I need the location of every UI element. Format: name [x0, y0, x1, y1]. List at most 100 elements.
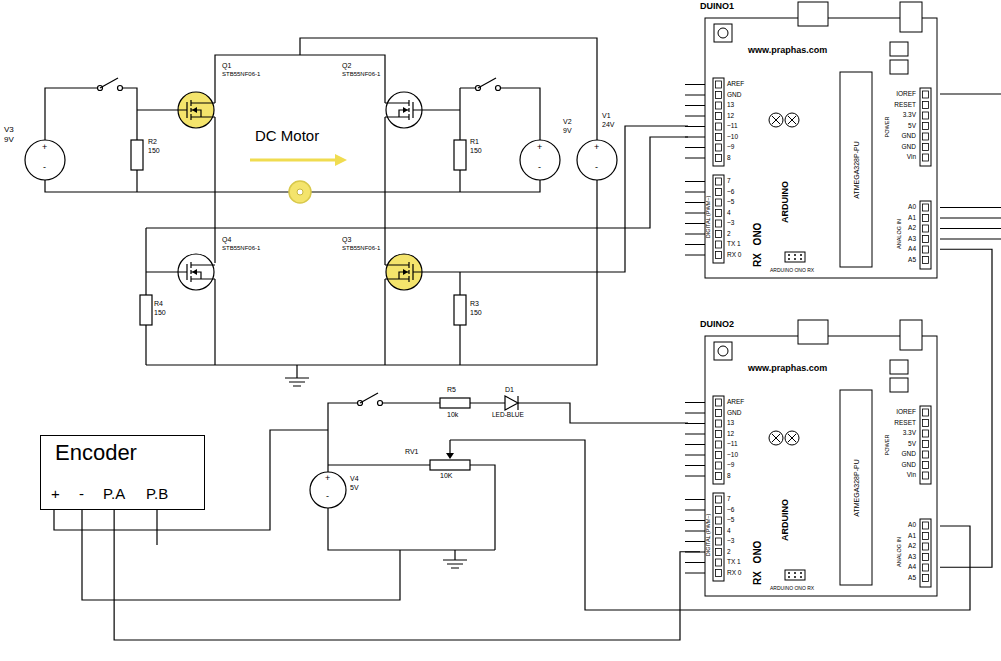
header-pin [923, 522, 929, 529]
board-part [900, 2, 922, 32]
header-pin [716, 155, 722, 162]
icsp-pin [794, 254, 796, 256]
icsp-pin [794, 576, 796, 578]
board-label: 7 [727, 178, 731, 185]
logo [772, 116, 780, 124]
board-label: ~9 [727, 144, 734, 151]
resistor-symbol [131, 140, 143, 170]
board-part [785, 252, 805, 262]
mosfet-symbol [385, 92, 422, 128]
board-label: 4 [727, 528, 731, 535]
header-pin [716, 410, 722, 417]
part-label: 10k [447, 411, 458, 418]
board-label: GND [902, 451, 916, 458]
switch-symbol [118, 86, 123, 91]
board-label: 8 [727, 155, 731, 162]
board-label: Vin [907, 472, 916, 479]
board-label: ~5 [727, 199, 734, 206]
connector [114, 249, 992, 640]
icsp-pin [788, 576, 790, 578]
header-pin [716, 549, 722, 556]
resistor-symbol [454, 140, 466, 170]
arduino-board [700, 320, 940, 598]
header-pin [716, 199, 722, 206]
part-label: R3 [470, 300, 479, 307]
logo [769, 113, 783, 127]
part-label: - [326, 492, 329, 501]
header-pin [716, 252, 722, 259]
header-pin [923, 409, 929, 416]
logo [788, 434, 796, 442]
part-label: 24V [602, 121, 614, 128]
board-label: 2 [727, 231, 731, 238]
board-part [713, 78, 724, 166]
header-pin [923, 154, 929, 161]
icsp-pin [788, 258, 790, 260]
board-label: 12 [727, 431, 734, 438]
encoder-title: Encoder [55, 442, 137, 464]
board-label: RX [753, 571, 763, 585]
board-label: ~6 [727, 189, 734, 196]
part-label: STB55NF06-1 [222, 245, 260, 251]
header-pin [923, 133, 929, 140]
header-pin [923, 225, 929, 232]
part-label: - [538, 163, 541, 172]
header-pin [716, 189, 722, 196]
part-label: STB55NF06-1 [222, 71, 260, 77]
header-pin [716, 220, 722, 227]
header-pin [923, 215, 929, 222]
part-label: STB55NF06-1 [342, 71, 380, 77]
board-label: ARDUINO [781, 499, 790, 541]
part-label: V1 [602, 112, 611, 119]
header-pin [716, 538, 722, 545]
board-part [714, 24, 732, 42]
board-part [718, 346, 728, 356]
board-part [785, 570, 805, 580]
board-label: 5V [908, 123, 916, 130]
icsp-pin [794, 572, 796, 574]
board-label: Vin [907, 154, 916, 161]
header-pin [923, 554, 929, 561]
board-label: A0 [908, 522, 916, 529]
board-label: 3.3V [903, 112, 916, 119]
board-label: A3 [908, 554, 916, 561]
pin-name: P.A [103, 486, 125, 501]
board-label: TX 1 [727, 241, 741, 248]
part-label: RV1 [405, 448, 419, 455]
board-part [890, 360, 908, 374]
board-part [840, 390, 872, 585]
wire [45, 38, 1001, 610]
switch-symbol [98, 78, 501, 406]
board-label: GND [902, 144, 916, 151]
header-pin [716, 399, 722, 406]
header-pin [923, 123, 929, 130]
switch-symbol [496, 86, 501, 91]
header-pin [923, 144, 929, 151]
board-part [713, 493, 724, 581]
board-label: GND [727, 92, 741, 99]
resistor-symbol [131, 140, 470, 470]
header-pin [923, 472, 929, 479]
board-label: ~10 [727, 452, 738, 459]
board-label: ~11 [727, 123, 738, 130]
icsp-pin [800, 258, 802, 260]
part-label: 150 [154, 309, 166, 316]
part-label: - [595, 163, 598, 172]
arduino-board: DUINO2www.praphas.comAREFGND1312~11~10~9… [700, 320, 940, 598]
board-label: ARDUINO [781, 181, 790, 223]
part-label: R2 [148, 138, 157, 145]
board-label: A2 [908, 225, 916, 232]
board-part [705, 18, 937, 278]
board-part [713, 175, 724, 263]
part-label: - [43, 163, 46, 172]
part-label: 5V [350, 484, 359, 491]
potentiometer-wiper [446, 453, 454, 459]
resistor-symbol [140, 295, 152, 325]
board-label: ANALOG IN [897, 537, 903, 567]
icsp-pin [788, 254, 790, 256]
encoder-box: Encoder+-P.AP.B [40, 435, 205, 510]
header-pin [716, 241, 722, 248]
header-pin [923, 441, 929, 448]
board-label: A3 [908, 236, 916, 243]
board-label: 3.3V [903, 430, 916, 437]
